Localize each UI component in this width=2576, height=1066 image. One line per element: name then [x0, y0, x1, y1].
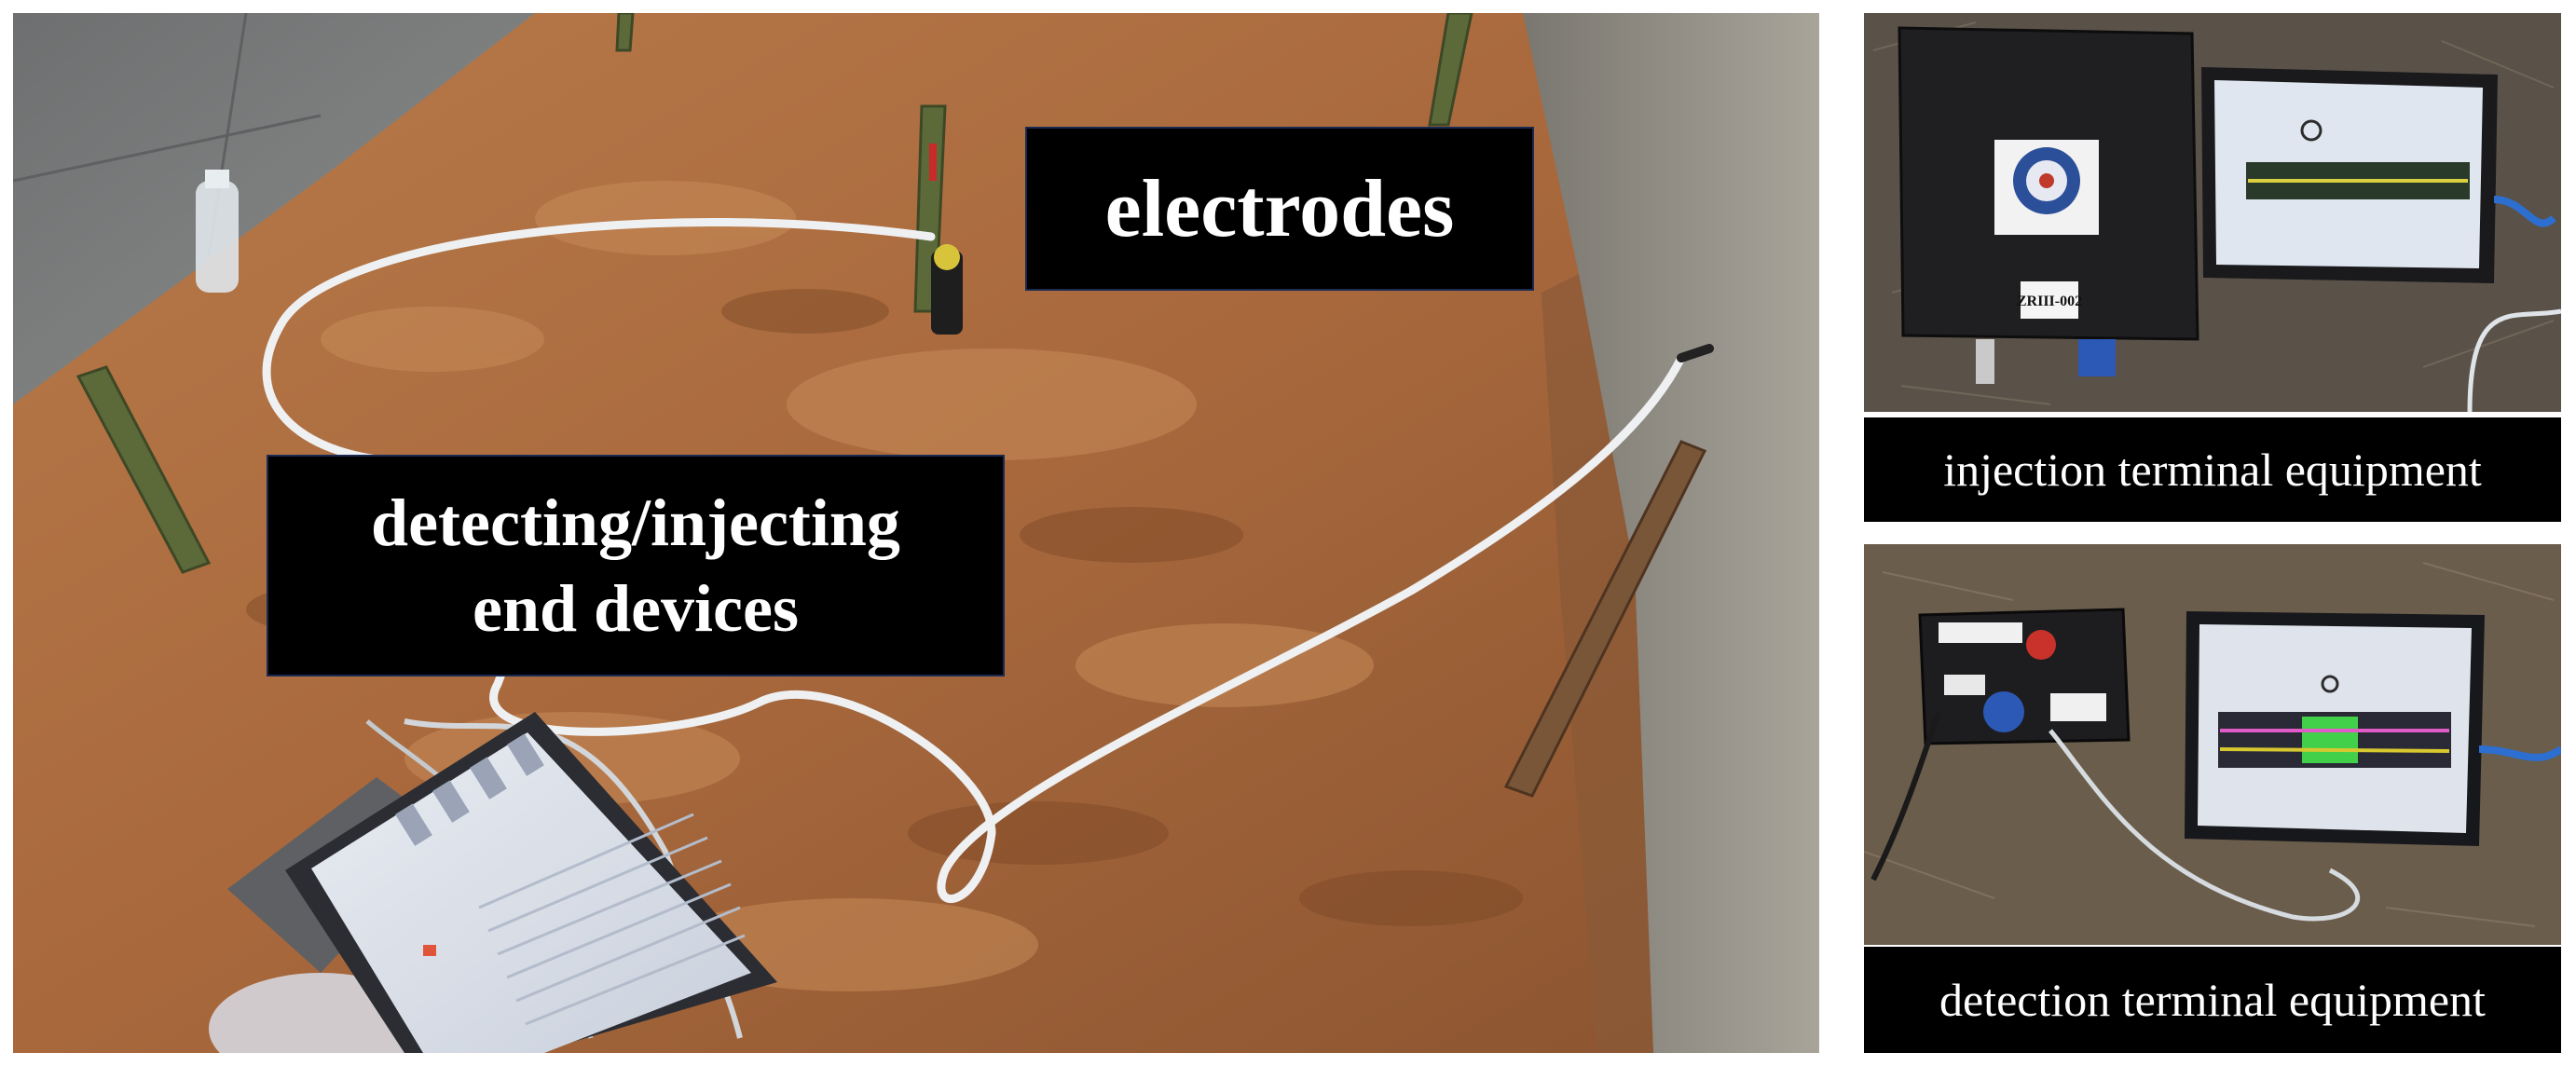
injection-box: ZRIII-002 [1898, 26, 2199, 384]
injection-id-plate: ZRIII-002 [2017, 294, 2082, 309]
injection-scene: ZRIII-002 [1864, 13, 2561, 412]
end-devices-label-line2: end devices [473, 571, 799, 646]
injection-caption: injection terminal equipment [1864, 417, 2561, 522]
tablet-device [285, 712, 777, 1053]
detection-terminal-photo [1864, 544, 2561, 945]
detection-caption: detection terminal equipment [1864, 947, 2561, 1053]
water-bottle [196, 170, 239, 293]
probe-device [929, 144, 963, 335]
detection-scene [1864, 544, 2561, 945]
wooden-stake [1503, 440, 1707, 798]
detection-box [1918, 608, 2131, 745]
white-cable [262, 218, 1686, 903]
injection-tablet [2201, 67, 2556, 283]
left-wall [13, 13, 535, 404]
electrodes-label: electrodes [1025, 127, 1534, 291]
detection-tablet [2185, 611, 2561, 846]
end-devices-label-line1: detecting/injecting [371, 485, 900, 560]
right-wall [1523, 13, 1819, 1053]
electrodes-label-text: electrodes [1104, 163, 1455, 254]
detection-caption-text: detection terminal equipment [1939, 974, 2486, 1026]
injection-terminal-photo: ZRIII-002 [1864, 13, 2561, 412]
end-devices-label: detecting/injecting end devices [267, 455, 1005, 676]
injection-caption-text: injection terminal equipment [1943, 444, 2482, 496]
